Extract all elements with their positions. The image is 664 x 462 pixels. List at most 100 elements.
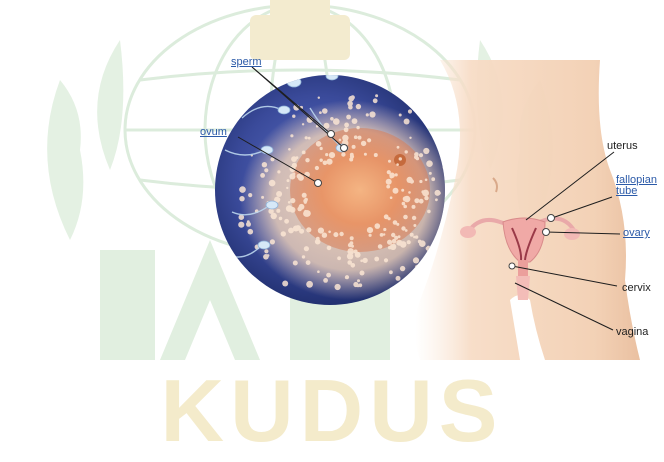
corona-cell bbox=[423, 148, 429, 154]
corona-cell bbox=[353, 282, 358, 287]
corona-cell bbox=[292, 115, 295, 118]
corona-cell bbox=[276, 209, 280, 213]
label-vagina: vagina bbox=[616, 326, 648, 338]
corona-cell bbox=[335, 284, 341, 290]
corona-cell bbox=[422, 190, 429, 197]
corona-cell bbox=[296, 156, 299, 159]
corona-cell bbox=[378, 244, 383, 249]
corona-cell bbox=[344, 123, 349, 128]
corona-cell bbox=[396, 240, 402, 246]
corona-cell bbox=[396, 276, 401, 281]
corona-cell bbox=[339, 139, 342, 142]
corona-cell bbox=[305, 136, 308, 139]
corona-cell bbox=[288, 201, 291, 204]
corona-cell bbox=[406, 280, 411, 285]
corona-cell bbox=[342, 135, 348, 141]
corona-cell bbox=[329, 152, 335, 158]
corona-cell bbox=[424, 196, 428, 200]
corona-cell bbox=[352, 145, 356, 149]
corona-cell bbox=[248, 229, 254, 235]
corona-cell bbox=[408, 109, 412, 113]
corona-cell bbox=[401, 189, 404, 192]
corona-cell bbox=[284, 219, 289, 224]
corona-cell bbox=[293, 261, 298, 266]
corona-cell bbox=[388, 160, 391, 163]
corona-cell bbox=[347, 260, 352, 265]
corona-cell bbox=[405, 229, 408, 232]
label-uterus: uterus bbox=[607, 140, 638, 152]
corona-cell bbox=[238, 222, 244, 228]
corona-cell bbox=[413, 236, 416, 239]
corona-cell bbox=[412, 205, 416, 209]
corona-cell bbox=[350, 153, 354, 157]
label-fallopian-tube[interactable]: fallopian tube bbox=[616, 175, 657, 197]
corona-cell bbox=[360, 260, 363, 263]
corona-cell bbox=[410, 233, 414, 237]
corona-cell bbox=[262, 162, 267, 167]
corona-cell bbox=[299, 229, 304, 234]
corona-cell bbox=[416, 157, 419, 160]
diagram-svg bbox=[0, 0, 664, 444]
corona-cell bbox=[347, 253, 353, 259]
corona-cell bbox=[427, 210, 431, 214]
corona-cell bbox=[276, 191, 282, 197]
corona-cell bbox=[374, 153, 378, 157]
corona-cell bbox=[279, 217, 283, 221]
corona-cell bbox=[286, 205, 293, 212]
corona-cell bbox=[298, 175, 304, 181]
label-sperm[interactable]: sperm bbox=[231, 56, 262, 68]
corona-cell bbox=[404, 196, 411, 203]
corona-cell bbox=[369, 234, 372, 237]
corona-cell bbox=[438, 192, 441, 195]
corona-cell bbox=[361, 141, 366, 146]
corona-cell bbox=[282, 281, 288, 287]
label-ovum[interactable]: ovum bbox=[200, 126, 227, 138]
corona-cell bbox=[388, 246, 392, 250]
corona-cell bbox=[339, 232, 343, 236]
corona-cell bbox=[287, 179, 290, 182]
corona-cell bbox=[419, 180, 422, 183]
corona-cell bbox=[316, 237, 320, 241]
corona-cell bbox=[369, 111, 375, 117]
corona-cell bbox=[260, 173, 265, 178]
corona-cell bbox=[306, 260, 311, 265]
corona-cell bbox=[330, 117, 334, 121]
corona-cell bbox=[304, 246, 309, 251]
corona-cell bbox=[318, 228, 324, 234]
corona-cell bbox=[326, 273, 331, 278]
corona-cell bbox=[389, 270, 393, 274]
corona-cell bbox=[352, 118, 358, 124]
corona-cell bbox=[375, 94, 378, 97]
label-fallopian-line2[interactable]: tube bbox=[616, 185, 637, 197]
corona-cell bbox=[427, 248, 433, 254]
corona-cell bbox=[306, 227, 311, 232]
corona-cell bbox=[316, 141, 322, 147]
corona-cell bbox=[305, 158, 309, 162]
corona-cell bbox=[356, 104, 361, 109]
corona-cell bbox=[354, 135, 358, 139]
label-ovary[interactable]: ovary bbox=[623, 227, 650, 239]
corona-cell bbox=[375, 223, 381, 229]
corona-cell bbox=[292, 172, 295, 175]
corona-cell bbox=[317, 270, 320, 273]
corona-cell bbox=[364, 153, 367, 156]
corona-cell bbox=[358, 283, 362, 287]
corona-cell bbox=[426, 263, 431, 268]
corona-cell bbox=[399, 157, 402, 160]
corona-cell bbox=[388, 217, 391, 220]
corona-cell bbox=[366, 113, 369, 116]
corona-cell bbox=[356, 126, 359, 129]
corona-cell bbox=[435, 198, 438, 201]
corona-cell bbox=[357, 279, 360, 282]
corona-cell bbox=[426, 160, 433, 167]
corona-cell bbox=[348, 96, 354, 102]
corona-cell bbox=[414, 152, 419, 157]
corona-cell bbox=[337, 256, 341, 260]
female-body-silhouette bbox=[415, 60, 640, 360]
corona-cell bbox=[348, 243, 352, 247]
magnified-view bbox=[215, 67, 466, 305]
corona-cell bbox=[263, 254, 269, 260]
corona-cell bbox=[384, 258, 388, 262]
corona-cell bbox=[387, 240, 392, 245]
corona-cell bbox=[322, 108, 328, 114]
